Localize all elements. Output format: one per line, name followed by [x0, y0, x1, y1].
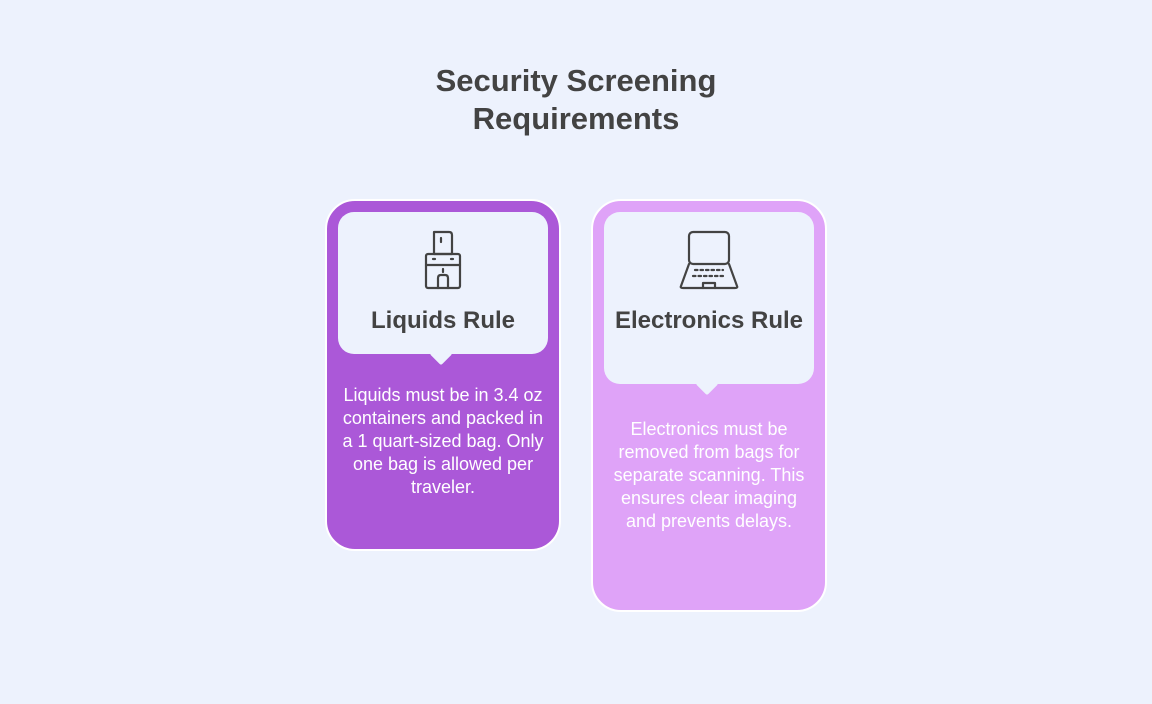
electronics-rule-header: Electronics Rule: [604, 212, 814, 384]
electronics-rule-title: Electronics Rule: [614, 307, 804, 334]
water-cooler-icon: [424, 230, 462, 290]
liquids-rule-description: Liquids must be in 3.4 oz containers and…: [342, 385, 544, 497]
liquids-rule-header: Liquids Rule: [338, 212, 548, 354]
liquids-rule-title: Liquids Rule: [371, 307, 515, 334]
liquids-rule-card: Liquids Rule Liquids must be in 3.4 oz c…: [325, 199, 561, 551]
electronics-rule-description: Electronics must be removed from bags fo…: [613, 419, 805, 531]
page-title: Security Screening Requirements: [435, 63, 717, 136]
electronics-rule-card: Electronics Rule Electronics must be rem…: [591, 199, 827, 612]
laptop-icon: [679, 230, 739, 290]
